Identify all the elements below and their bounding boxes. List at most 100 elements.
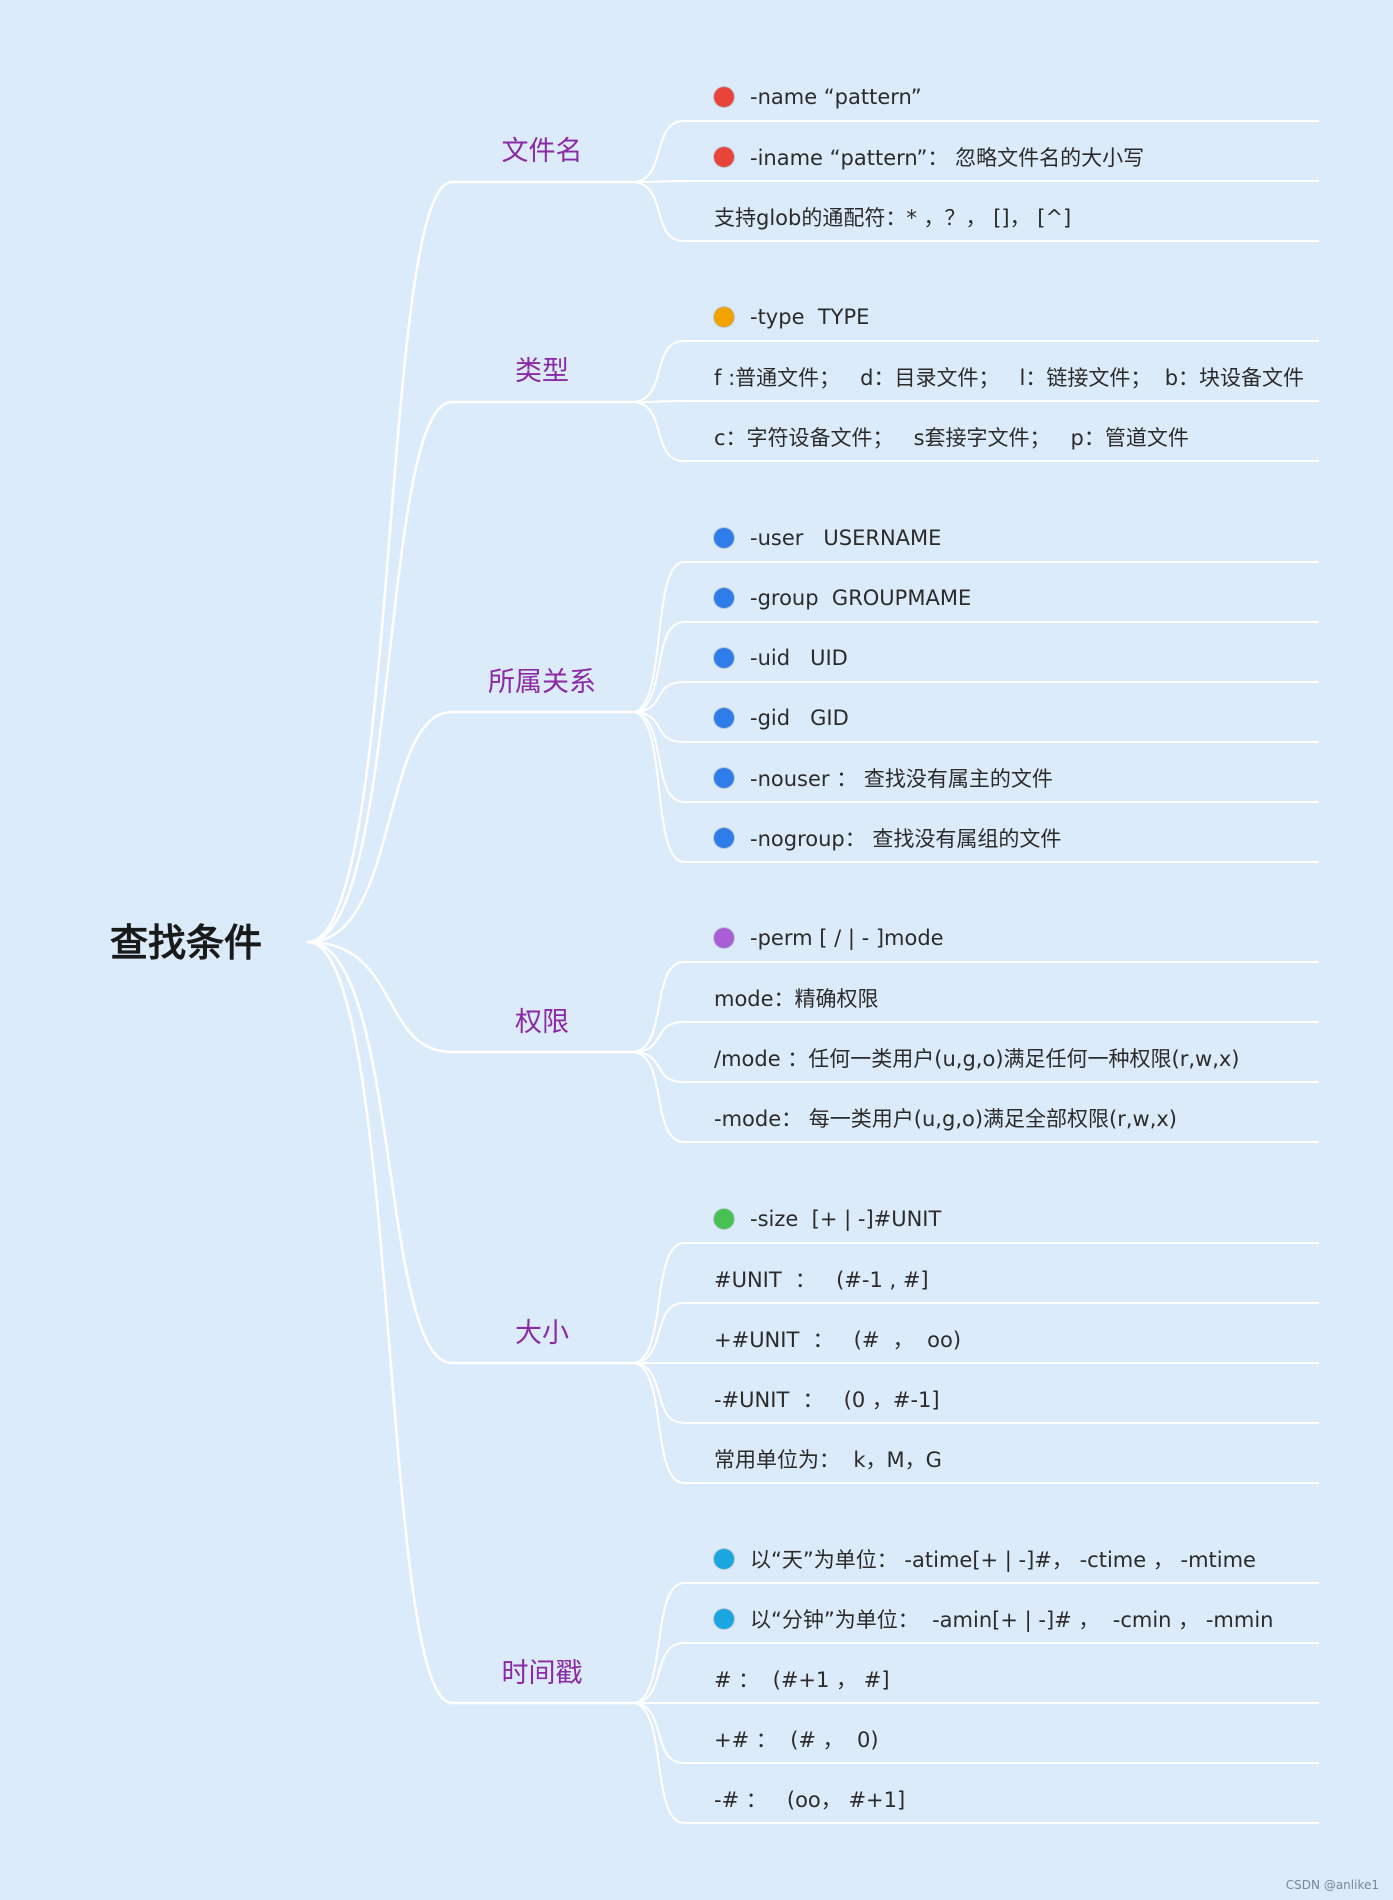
leaf-text: -nouser ： 查找没有属主的文件 (750, 767, 1053, 791)
connector-line (631, 621, 685, 713)
leaf-item: # ： (#+1 ， #] (714, 1664, 890, 1694)
leaf-text: 支持glob的通配符：* ，？， []， [^] (714, 206, 1072, 230)
connector-line (631, 1642, 685, 1704)
connector-line (631, 681, 685, 713)
leaf-item: -nogroup： 查找没有属组的文件 (714, 823, 1061, 853)
connector-line (631, 1051, 685, 1083)
leaf-item: #UNIT ： (#-1 , #] (714, 1264, 929, 1294)
leaf-text: -group GROUPMAME (750, 586, 972, 610)
leaf-item: -mode： 每一类用户(u,g,o)满足全部权限(r,w,x) (714, 1103, 1177, 1133)
bullet-dot-icon (714, 1609, 734, 1629)
leaf-item: -nouser ： 查找没有属主的文件 (714, 763, 1053, 793)
leaf-text: -perm [ / | - ]mode (750, 926, 944, 950)
connector-line (631, 711, 685, 863)
leaf-text: -nogroup： 查找没有属组的文件 (750, 827, 1062, 851)
leaf-text: c：字符设备文件； s套接字文件； p：管道文件 (714, 426, 1189, 450)
root-node-label: 查找条件 (110, 921, 263, 965)
leaf-text: -size [+ | -]#UNIT (750, 1207, 942, 1231)
leaf-item: 以“天”为单位： -atime[+ | -]#， -ctime ， -mtime (714, 1544, 1256, 1574)
watermark: CSDN @anlike1 (1285, 1878, 1379, 1892)
leaf-item: +#UNIT ： (# ， oo) (714, 1324, 961, 1354)
leaf-item: f :普通文件； d：目录文件； l：链接文件； b：块设备文件 (714, 362, 1304, 392)
leaf-text: +#UNIT ： (# ， oo) (714, 1328, 962, 1352)
leaf-text: mode：精确权限 (714, 987, 879, 1011)
bullet-dot-icon (714, 307, 734, 327)
branch-label: 类型 (515, 356, 569, 387)
bullet-dot-icon (714, 828, 734, 848)
bullet-dot-icon (714, 1209, 734, 1229)
connector-line (306, 940, 454, 1705)
bullet-dot-icon (714, 147, 734, 167)
leaf-text: -user USERNAME (750, 526, 942, 550)
connector-line (631, 120, 685, 183)
leaf-text: f :普通文件； d：目录文件； l：链接文件； b：块设备文件 (714, 366, 1305, 390)
connector-line (631, 1702, 685, 1764)
branch-label: 所属关系 (488, 667, 596, 698)
leaf-item: -type TYPE (714, 302, 869, 332)
branch-label: 大小 (515, 1318, 569, 1349)
leaf-text: -iname “pattern”： 忽略文件名的大小写 (750, 146, 1145, 170)
leaf-text: # ： (#+1 ， #] (714, 1668, 890, 1692)
connector-line (631, 1362, 685, 1484)
leaf-item: -perm [ / | - ]mode (714, 923, 944, 953)
connector-line (631, 1021, 685, 1053)
connector-line (631, 711, 685, 803)
leaf-item: /mode ：任何一类用户(u,g,o)满足任何一种权限(r,w,x) (714, 1043, 1240, 1073)
bullet-dot-icon (714, 708, 734, 728)
connector-line (306, 940, 454, 1365)
connector-line (306, 180, 454, 944)
leaf-item: -iname “pattern”： 忽略文件名的大小写 (714, 142, 1144, 172)
leaf-item: -size [+ | -]#UNIT (714, 1204, 941, 1234)
connector-line (631, 1302, 685, 1364)
leaf-item: 支持glob的通配符：* ，？， []， [^] (714, 202, 1071, 232)
leaf-text: 常用单位为： k，M，G (714, 1448, 942, 1472)
bullet-dot-icon (714, 87, 734, 107)
leaf-text: -# ： (oo， #+1] (714, 1788, 906, 1812)
leaf-text: 以“分钟”为单位： -amin[+ | -]# ， -cmin ， -mmin (750, 1608, 1274, 1632)
bullet-dot-icon (714, 588, 734, 608)
bullet-dot-icon (714, 928, 734, 948)
connector-line (631, 1582, 685, 1704)
leaf-text: -type TYPE (750, 305, 870, 329)
connector-line (631, 1242, 685, 1364)
leaf-text: -mode： 每一类用户(u,g,o)满足全部权限(r,w,x) (714, 1107, 1178, 1131)
connector-line (631, 1051, 685, 1143)
connector-line (631, 400, 685, 403)
connector-line (631, 340, 685, 403)
connector-line (631, 401, 685, 462)
bullet-dot-icon (714, 528, 734, 548)
leaf-item: +# ： (# ， 0) (714, 1724, 879, 1754)
branch-label: 文件名 (501, 136, 583, 167)
connector-line (631, 961, 685, 1053)
leaf-item: -#UNIT ： (0 ，#-1] (714, 1384, 940, 1414)
connector-line (306, 710, 454, 944)
connector-line (631, 561, 685, 713)
branch-label: 权限 (515, 1007, 569, 1038)
leaf-text: -#UNIT ： (0 ，#-1] (714, 1388, 940, 1412)
connector-line (631, 1702, 685, 1824)
leaf-item: -# ： (oo， #+1] (714, 1784, 905, 1814)
leaf-item: -user USERNAME (714, 523, 941, 553)
bullet-dot-icon (714, 648, 734, 668)
connector-line (631, 1362, 685, 1424)
connector-line (306, 940, 454, 1054)
leaf-text: 以“天”为单位： -atime[+ | -]#， -ctime ， -mtime (750, 1548, 1256, 1572)
leaf-text: #UNIT ： (#-1 , #] (714, 1268, 929, 1292)
branch-label: 时间戳 (501, 1658, 583, 1689)
leaf-item: 常用单位为： k，M，G (714, 1444, 942, 1474)
leaf-item: -uid UID (714, 643, 848, 673)
connector-line (306, 400, 454, 944)
leaf-item: c：字符设备文件； s套接字文件； p：管道文件 (714, 422, 1189, 452)
leaf-item: -group GROUPMAME (714, 583, 971, 613)
leaf-text: -uid UID (750, 646, 848, 670)
connector-line (631, 181, 685, 242)
connector-line (631, 180, 685, 183)
bullet-dot-icon (714, 1549, 734, 1569)
connector-line (631, 711, 685, 743)
bullet-dot-icon (714, 768, 734, 788)
leaf-text: -name “pattern” (750, 85, 922, 109)
leaf-item: -gid GID (714, 703, 849, 733)
leaf-item: mode：精确权限 (714, 983, 879, 1013)
